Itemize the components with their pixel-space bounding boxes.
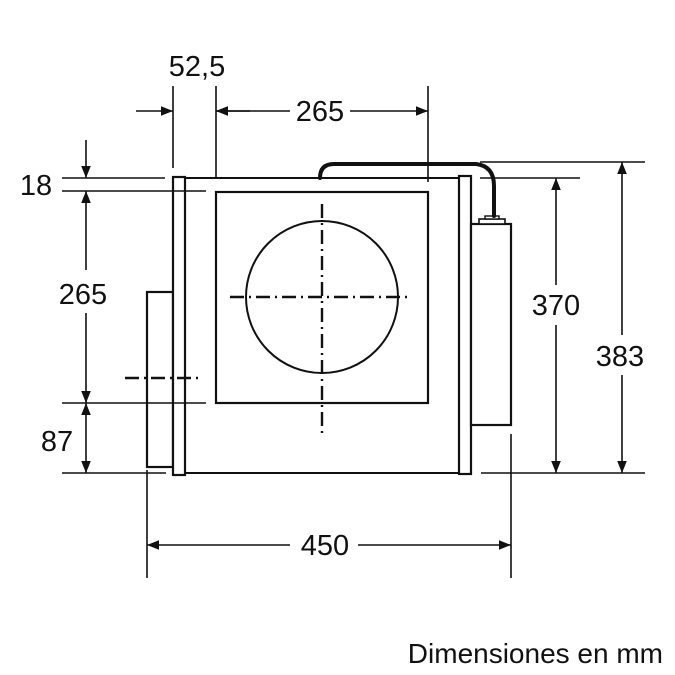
dim-18: 18 [20,140,91,202]
dim-265-top: 265 [216,96,428,128]
dim-label-383: 383 [596,341,644,373]
dim-87: 87 [41,403,91,473]
unit-caption: Dimensiones en mm [408,638,663,669]
dim-383: 383 [596,162,644,473]
dim-label-370: 370 [532,290,580,322]
cable-gland [478,218,506,225]
rear-flange-strip [457,174,473,476]
dim-370: 370 [532,178,580,473]
dim-label-18: 18 [20,170,52,202]
dim-52-5: 52,5 [136,51,250,116]
dim-265-left: 265 [59,191,107,403]
cable-gland-top [484,215,500,220]
motor-box [469,222,513,427]
centerlines [125,204,412,435]
left-duct-box [145,290,175,469]
front-panel-strip [171,175,187,477]
dim-label-87: 87 [41,426,73,458]
dim-label-265-top: 265 [296,96,344,128]
dim-label-52-5: 52,5 [169,51,225,83]
dim-label-450: 450 [301,530,349,562]
dim-label-265-left: 265 [59,279,107,311]
dim-450: 450 [147,530,511,562]
